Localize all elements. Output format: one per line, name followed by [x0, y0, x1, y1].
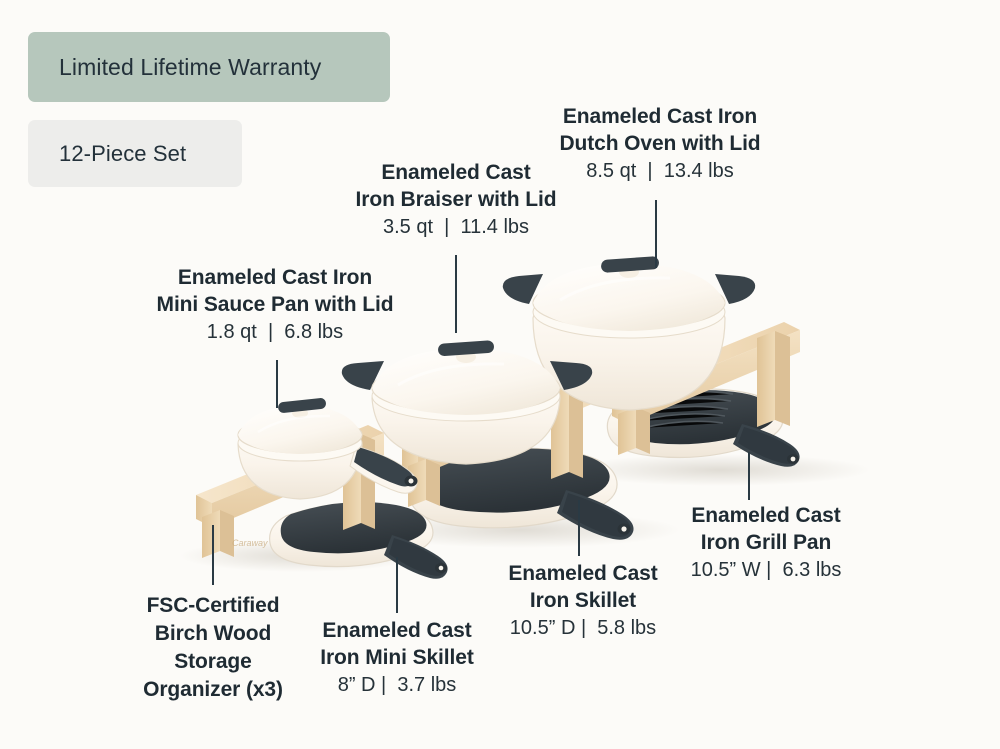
- leader-line-mini-sauce-pan: [276, 360, 278, 408]
- mini-sauce-pan-title: Enameled Cast Iron Mini Sauce Pan with L…: [156, 266, 394, 316]
- leader-line-dutch-oven: [655, 200, 657, 268]
- skillet-title: Enameled Cast Iron Skillet: [508, 562, 658, 612]
- piece-count-badge-label: 12-Piece Set: [59, 140, 187, 166]
- callout-grill-pan: Enameled Cast Iron Grill Pan 10.5” W | 6…: [648, 503, 884, 583]
- mini-skillet-title: Enameled Cast Iron Mini Skillet: [320, 619, 474, 669]
- leader-line-braiser: [455, 255, 457, 333]
- grill-pan-title: Enameled Cast Iron Grill Pan: [691, 504, 841, 554]
- leader-line-grill-pan: [748, 452, 750, 500]
- grill-pan-spec: 10.5” W | 6.3 lbs: [690, 558, 842, 581]
- dutch-oven-spec: 8.5 qt | 13.4 lbs: [586, 159, 734, 182]
- mini-skillet-spec: 8” D | 3.7 lbs: [337, 673, 457, 696]
- callout-skillet: Enameled Cast Iron Skillet 10.5” D | 5.8…: [478, 561, 688, 641]
- leader-line-storage-organizer: [212, 525, 214, 585]
- svg-text:Caraway: Caraway: [232, 538, 268, 548]
- dutch-oven-title: Enameled Cast Iron Dutch Oven with Lid: [559, 105, 761, 155]
- braiser-art: [341, 340, 593, 465]
- mini-sauce-pan-spec: 1.8 qt | 6.8 lbs: [206, 320, 344, 343]
- skillet-spec: 10.5” D | 5.8 lbs: [509, 616, 657, 639]
- callout-braiser: Enameled Cast Iron Braiser with Lid 3.5 …: [330, 160, 582, 240]
- braiser-spec: 3.5 qt | 11.4 lbs: [382, 215, 530, 238]
- warranty-badge-label: Limited Lifetime Warranty: [59, 53, 322, 80]
- callout-dutch-oven: Enameled Cast Iron Dutch Oven with Lid 8…: [522, 104, 798, 184]
- leader-line-mini-skillet: [396, 557, 398, 613]
- callout-mini-sauce-pan: Enameled Cast Iron Mini Sauce Pan with L…: [140, 265, 410, 345]
- mini-sauce-pan-art: [237, 398, 418, 500]
- callout-mini-skillet: Enameled Cast Iron Mini Skillet 8” D | 3…: [300, 618, 494, 698]
- mini-skillet-art: [268, 502, 448, 579]
- warranty-badge: Limited Lifetime Warranty: [28, 32, 390, 102]
- storage-organizer-title: FSC-Certified Birch Wood Storage Organiz…: [143, 594, 283, 701]
- leader-line-skillet: [578, 500, 580, 556]
- braiser-title: Enameled Cast Iron Braiser with Lid: [355, 161, 557, 211]
- callout-storage-organizer: FSC-Certified Birch Wood Storage Organiz…: [118, 592, 308, 704]
- piece-count-badge: 12-Piece Set: [28, 120, 242, 187]
